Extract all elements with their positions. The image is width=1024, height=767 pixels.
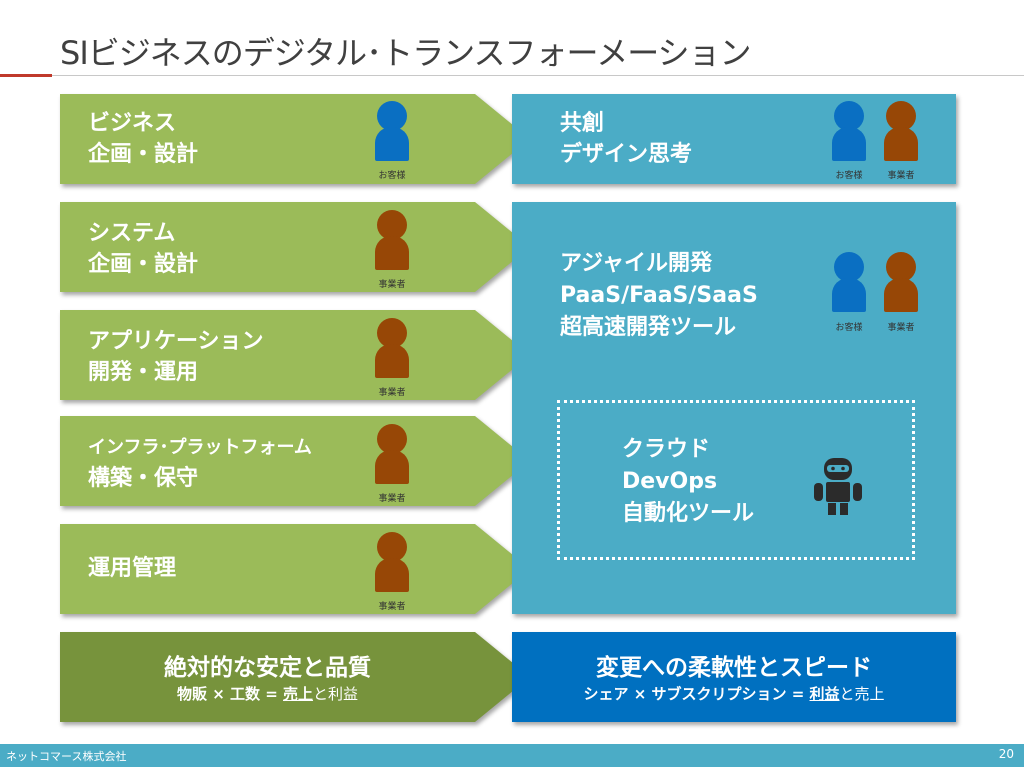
page-title: SIビジネスのデジタル･トランスフォーメーション	[60, 34, 752, 72]
business-caption: 事業者	[378, 494, 406, 504]
left-arrow-3-text: アプリケーション開発・運用	[88, 329, 264, 385]
bottom-right-subtitle: シェア × サブスクリプション = 利益と売上	[583, 685, 885, 703]
bottom-left-title: 絶対的な安定と品質	[164, 655, 371, 681]
customer-person-icon	[375, 101, 409, 161]
right-box-cocreation-text: 共創デザイン思考	[560, 111, 693, 167]
title-divider	[52, 75, 1024, 76]
left-arrow-5-text: 運用管理	[88, 556, 177, 581]
bottom-left-subtitle: 物販 × 工数 = 売上と利益	[176, 685, 359, 703]
left-arrow-4-text: インフラ･プラットフォーム構築・保守	[88, 437, 312, 491]
page-number: 20	[998, 747, 1014, 761]
business-caption: 事業者	[378, 280, 406, 290]
footer-company: ネットコマース株式会社	[6, 750, 127, 763]
customer-person-icon	[832, 252, 866, 312]
customer-caption: お客様	[835, 323, 863, 333]
business-caption: 事業者	[887, 323, 915, 333]
business-person-icon	[375, 424, 409, 484]
business-caption: 事業者	[378, 388, 406, 398]
business-caption: 事業者	[887, 171, 915, 181]
business-person-icon	[375, 532, 409, 592]
customer-caption: お客様	[378, 171, 406, 181]
customer-person-icon	[832, 101, 866, 161]
cloud-devops-frame	[557, 400, 915, 560]
business-person-icon	[375, 318, 409, 378]
business-person-icon	[884, 101, 918, 161]
footer-bar: ネットコマース株式会社 20	[0, 744, 1024, 767]
bottom-right-title: 変更への柔軟性とスピード	[596, 655, 872, 681]
left-arrow-2-text: システム企画・設計	[88, 221, 199, 277]
business-person-icon	[884, 252, 918, 312]
robot-icon	[814, 458, 862, 515]
business-caption: 事業者	[378, 602, 406, 612]
title-accent-rule	[0, 74, 52, 77]
left-arrow-1-text: ビジネス企画・設計	[88, 111, 199, 167]
business-person-icon	[375, 210, 409, 270]
customer-caption: お客様	[835, 171, 863, 181]
